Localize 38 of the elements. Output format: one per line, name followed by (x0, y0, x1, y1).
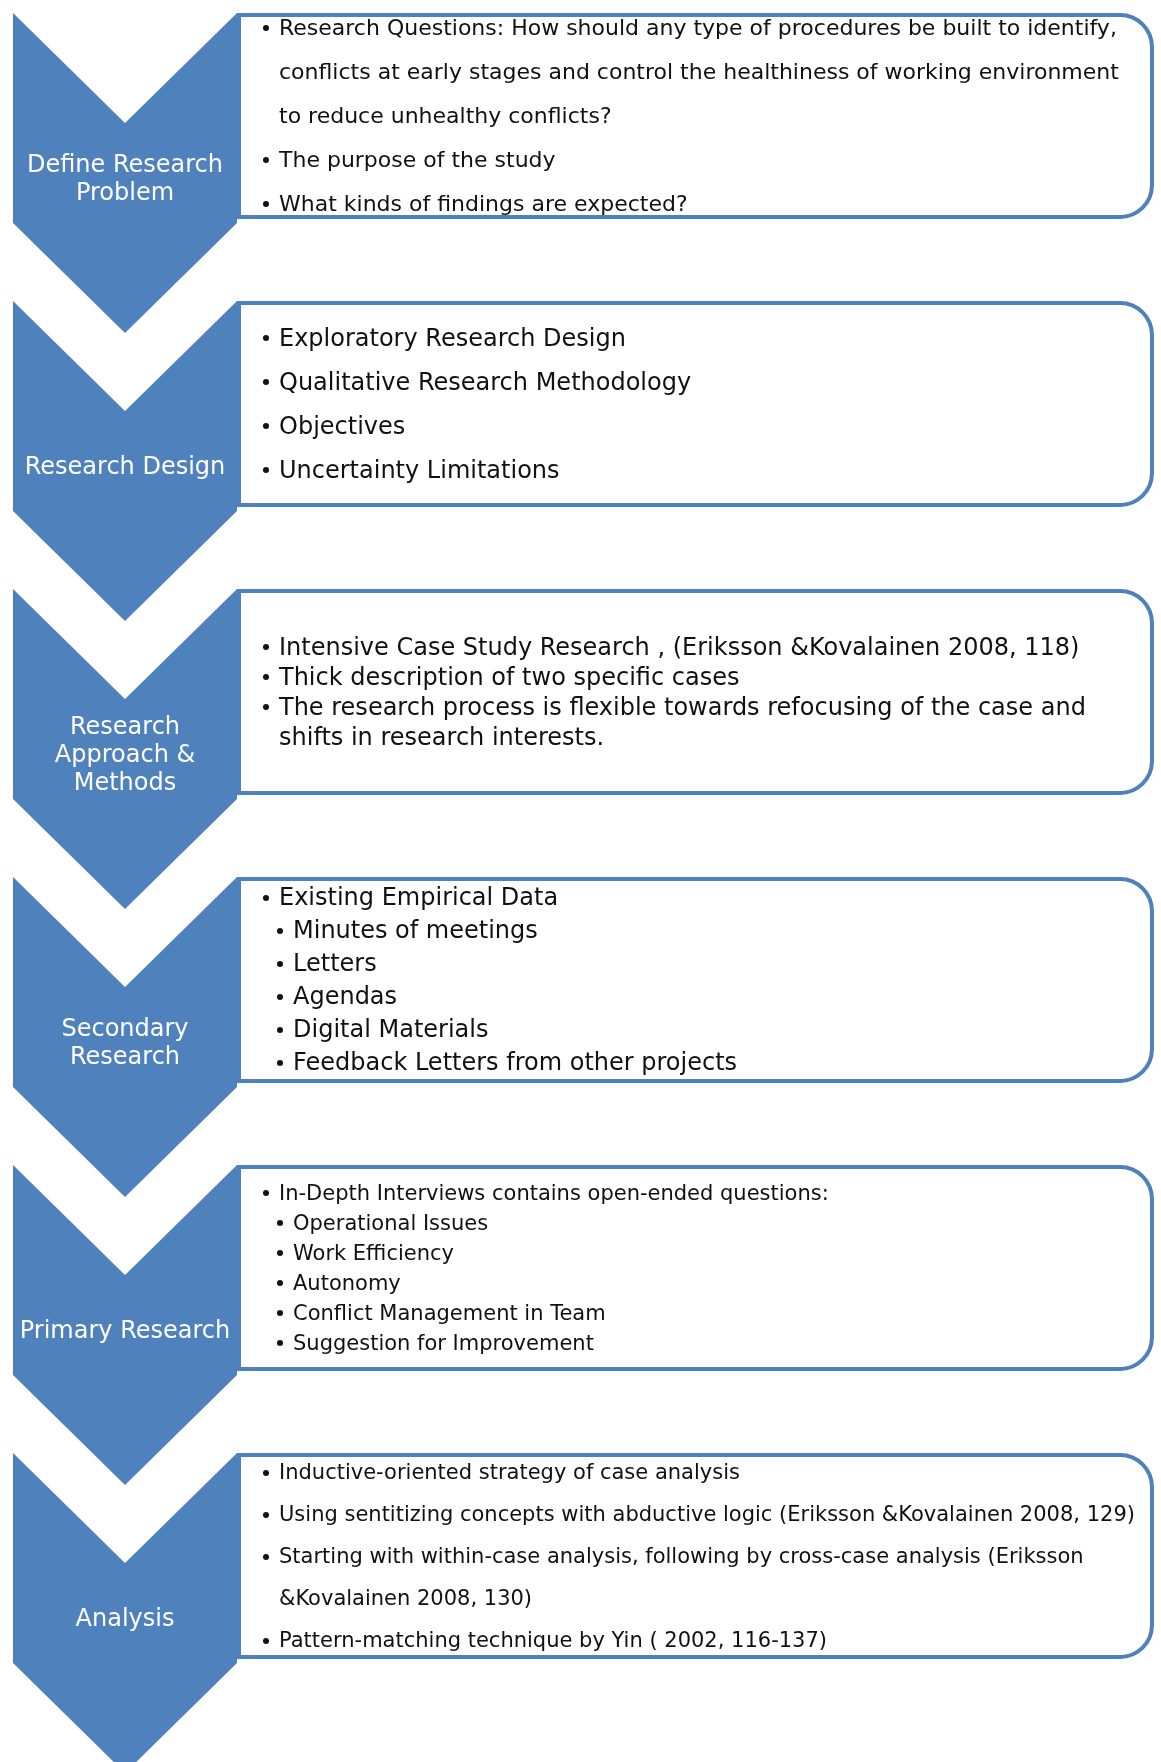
bullet-item: Using sentitizing concepts with abductive logic (Eriksson &Kovalainen 2008, 129) (263, 1493, 1136, 1535)
bullet-item: The purpose of the study (263, 138, 1136, 182)
bullet-item: Thick description of two specific cases (263, 662, 1136, 692)
bullet-item: Digital Materials (277, 1013, 1136, 1046)
bullet-item: Exploratory Research Design (263, 316, 1136, 360)
step-label: Primary Research (18, 1316, 232, 1344)
bullet-item: Inductive-oriented strategy of case analysis (263, 1451, 1136, 1493)
step-label: Research Design (23, 452, 227, 480)
bullet-item: Intensive Case Study Research , (Eriksson &Kovalainen 2008, 118) (263, 632, 1136, 662)
bullet-item: Operational Issues (277, 1208, 1136, 1238)
bullet-item: Conflict Management in Team (277, 1298, 1136, 1328)
bullet-item: Qualitative Research Methodology (263, 360, 1136, 404)
content-card (237, 877, 1154, 1083)
step-label: Research Approach & Methods (53, 712, 197, 796)
bullet-item: Pattern-matching technique by Yin ( 2002, 116-137) (263, 1619, 1136, 1661)
content-card (237, 13, 1154, 219)
bullet-item: Feedback Letters from other projects (277, 1046, 1136, 1079)
step-label: Analysis (74, 1604, 176, 1632)
bullet-item: The research process is flexible towards refocusing of the case and shifts in research interests. (263, 692, 1136, 752)
bullet-item: Objectives (263, 404, 1136, 448)
content-card (237, 301, 1154, 507)
content-card (237, 589, 1154, 795)
bullet-item: In-Depth Interviews contains open-ended questions: (263, 1178, 1136, 1208)
bullet-item: Starting with within-case analysis, following by cross-case analysis (Eriksson &Kovalainen 2008, 130) (263, 1535, 1136, 1619)
bullet-item: Agendas (277, 980, 1136, 1013)
content-card (237, 1453, 1154, 1659)
bullet-item: Suggestion for Improvement (277, 1328, 1136, 1358)
bullet-item: What kinds of findings are expected? (263, 182, 1136, 226)
step-label: Secondary Research (60, 1014, 190, 1070)
bullet-item: Existing Empirical Data (263, 881, 1136, 914)
bullet-item: Work Efficiency (277, 1238, 1136, 1268)
bullet-item: Research Questions: How should any type of procedures be built to identify, conflicts at early stages and control the healthiness of working environment to reduce unhealthy conflicts? (263, 6, 1136, 138)
bullet-item: Autonomy (277, 1268, 1136, 1298)
bullet-item: Letters (277, 947, 1136, 980)
step-label: Define Research Problem (25, 150, 225, 206)
bullet-item: Minutes of meetings (277, 914, 1136, 947)
content-card (237, 1165, 1154, 1371)
bullet-item: Uncertainty Limitations (263, 448, 1136, 492)
